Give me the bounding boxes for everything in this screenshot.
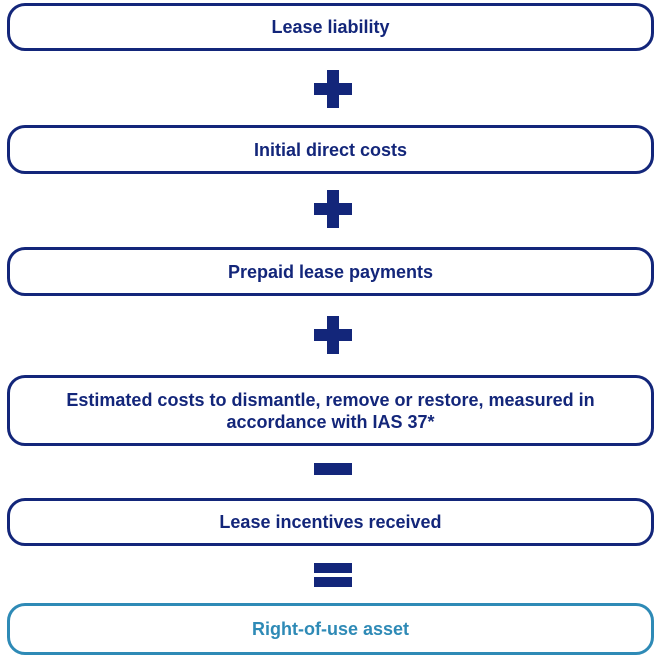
equals-icon [314, 563, 352, 591]
result-label: Right-of-use asset [251, 619, 410, 639]
prepaid-lease-payments-box: Prepaid lease payments [7, 247, 654, 296]
plus-icon [314, 70, 352, 108]
box-label: Lease incentives received [219, 512, 442, 532]
plus-icon [314, 316, 352, 354]
box-label: Initial direct costs [253, 139, 408, 160]
lease-incentives-box: Lease incentives received [7, 498, 654, 546]
box-label: Estimated costs to dismantle, remove or … [66, 389, 595, 432]
dismantling-costs-box: Estimated costs to dismantle, remove or … [7, 375, 654, 446]
right-of-use-asset-box: Right-of-use asset [7, 603, 654, 655]
lease-liability-box: Lease liability [7, 3, 654, 51]
plus-icon [314, 190, 352, 228]
box-label: Prepaid lease payments [227, 261, 434, 282]
initial-direct-costs-box: Initial direct costs [7, 125, 654, 174]
minus-icon [314, 450, 352, 488]
box-label: Lease liability [271, 17, 390, 37]
